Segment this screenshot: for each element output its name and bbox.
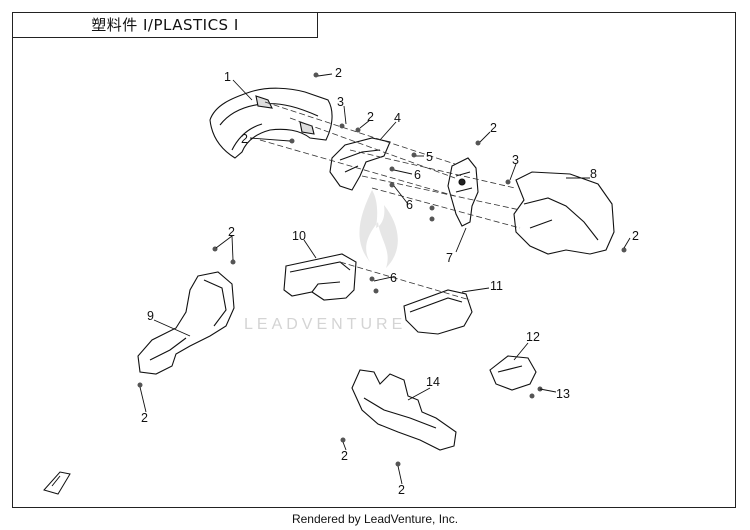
assembly-lines: [259, 101, 521, 301]
callout-4: 4: [394, 111, 401, 125]
part-9-floor-panel[interactable]: [137, 271, 235, 375]
part-5-center-bracket[interactable]: [447, 157, 479, 227]
leader-lines: [139, 73, 631, 485]
fasteners: [137, 72, 627, 467]
callout-13: 13: [556, 387, 570, 401]
callout-2: 2: [490, 121, 497, 135]
watermark-text: LEADVENTURE: [244, 316, 407, 333]
callout-2: 2: [367, 110, 374, 124]
callout-1: 1: [224, 70, 231, 84]
callout-2: 2: [141, 411, 148, 425]
part-11-duct[interactable]: [403, 289, 473, 335]
drawing-frame: [12, 12, 736, 508]
callout-12: 12: [526, 330, 540, 344]
callout-2: 2: [632, 229, 639, 243]
callout-7: 7: [446, 251, 453, 265]
callout-2: 2: [241, 132, 248, 146]
callout-6: 6: [414, 168, 421, 182]
page-title: 塑料件 Ⅰ/PLASTICS Ⅰ: [91, 16, 239, 34]
part-8-side-shroud[interactable]: [513, 171, 615, 255]
title-box: 塑料件 Ⅰ/PLASTICS Ⅰ: [12, 12, 318, 38]
part-14-lower-guard[interactable]: [351, 369, 457, 451]
callout-2: 2: [341, 449, 348, 463]
callout-14: 14: [426, 375, 440, 389]
footer-credit: Rendered by LeadVenture, Inc.: [291, 512, 459, 526]
corner-logo-icon: [43, 471, 71, 495]
callout-11: 11: [490, 279, 503, 293]
callout-6: 6: [406, 198, 413, 212]
callout-8: 8: [590, 167, 597, 181]
callout-9: 9: [147, 309, 154, 323]
callout-6: 6: [390, 271, 397, 285]
part-10-duct[interactable]: [283, 253, 357, 301]
callout-3: 3: [512, 153, 519, 167]
callout-3: 3: [337, 95, 344, 109]
part-4-bracket[interactable]: [329, 137, 391, 191]
callout-2: 2: [398, 483, 405, 497]
watermark-flame-icon: [359, 190, 398, 268]
callout-2: 2: [335, 66, 342, 80]
callout-10: 10: [292, 229, 306, 243]
part-1-front-fender[interactable]: [209, 87, 333, 159]
part-12-mount[interactable]: [489, 355, 537, 391]
callout-2: 2: [228, 225, 235, 239]
callout-labels: 1 2 3 2 4 2 2 5 3 8 6 6 7 2 2 10 6 11 9 …: [141, 66, 639, 497]
callout-5: 5: [426, 150, 433, 164]
